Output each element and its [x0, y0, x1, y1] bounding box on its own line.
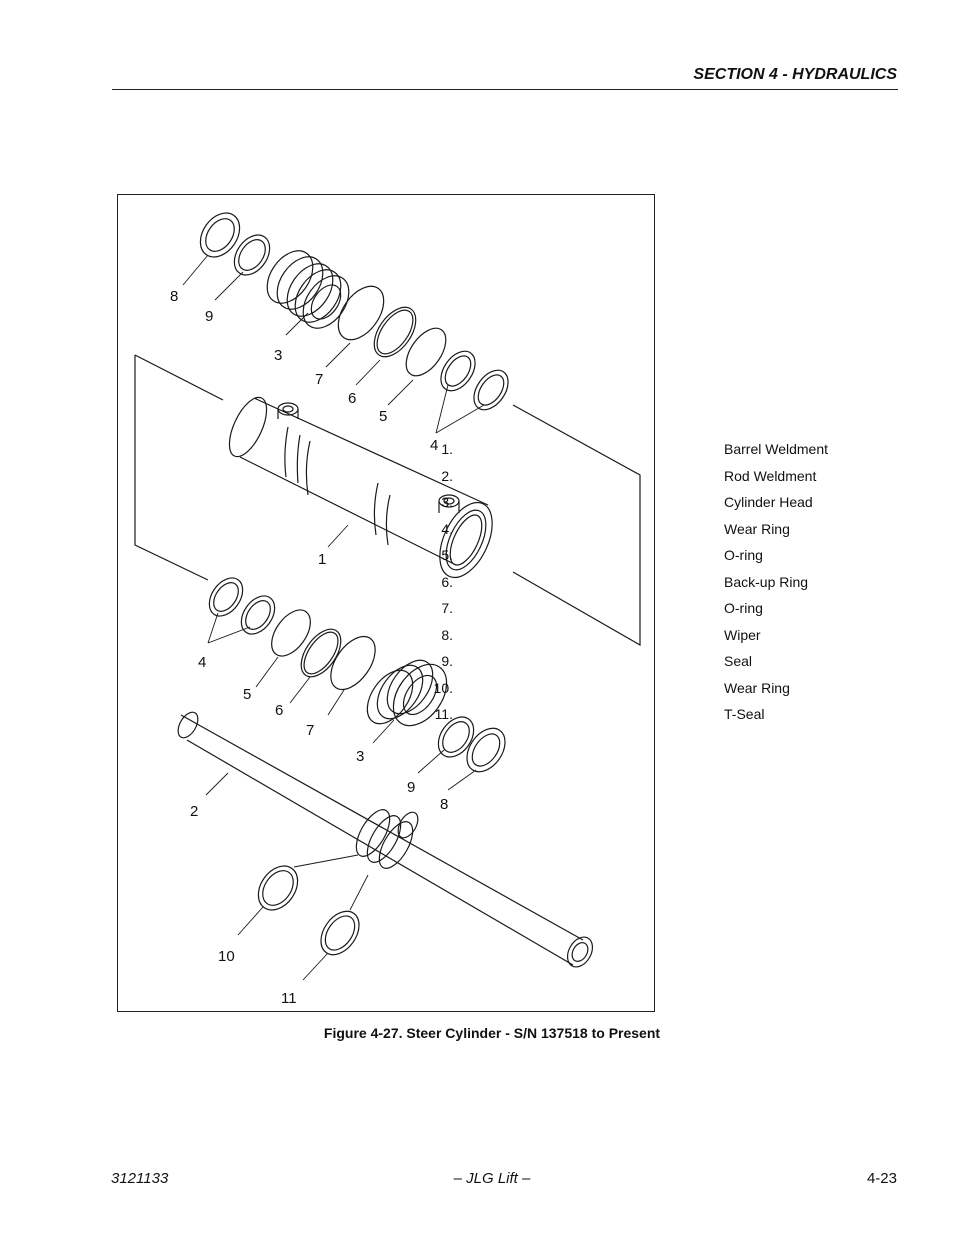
legend-item-number: 10. — [433, 679, 453, 696]
backup-ring-6-top-inner — [376, 309, 414, 355]
rod-weldment — [177, 711, 594, 968]
legend-item-number: 4. — [441, 520, 453, 537]
callout-2: 2 — [190, 803, 198, 820]
legend-item-label: Rod Weldment — [724, 467, 817, 484]
footer-brand: – JLG Lift – — [453, 1170, 531, 1187]
legend-item-label: Back-up Ring — [724, 573, 809, 590]
document-number: 3121133 — [111, 1170, 169, 1187]
barrel-weldment — [228, 396, 493, 579]
cylinder-head-bottom — [366, 659, 448, 727]
callout-5-top: 5 — [379, 408, 387, 425]
callout-3-top: 3 — [274, 347, 282, 364]
legend-item-label: Seal — [724, 653, 753, 669]
callout-4-top: 4 — [430, 437, 438, 454]
callout-6-bottom: 6 — [275, 702, 283, 719]
exploded-view-diagram: 8 9 3 7 6 5 4 1 4 5 6 7 3 9 8 2 10 11 — [134, 212, 641, 1007]
legend-item-label: Wear Ring — [724, 520, 790, 537]
header-rule — [112, 89, 898, 90]
o-ring-5-top — [405, 327, 447, 377]
callout-6-top: 6 — [348, 390, 356, 407]
legend-item-label: Wear Ring — [724, 679, 790, 696]
wiper-ring-bottom — [466, 727, 506, 773]
bracket-line-right — [512, 404, 641, 647]
legend-item-label: O-ring — [724, 600, 763, 616]
callout-9-top: 9 — [205, 308, 213, 325]
legend-item-number: 8. — [441, 626, 453, 643]
legend-item-label: O-ring — [724, 547, 763, 563]
callout-8-bottom: 8 — [440, 796, 448, 813]
leader-lines — [182, 254, 485, 981]
o-ring-5-bottom — [271, 609, 311, 657]
legend-item-number: 7. — [441, 600, 453, 616]
o-ring-7-bottom — [330, 635, 376, 691]
legend-item-number: 11. — [434, 706, 453, 722]
wear-ring-4-top — [440, 350, 509, 411]
legend-item-number: 6. — [441, 573, 453, 590]
t-seal-11 — [320, 910, 360, 956]
callout-11: 11 — [281, 990, 297, 1007]
bracket-line-left — [134, 355, 209, 581]
figure-frame: 8 9 3 7 6 5 4 1 4 5 6 7 3 9 8 2 10 11 — [117, 194, 655, 1012]
wiper-ring-top — [199, 212, 241, 258]
section-title: SECTION 4 - HYDRAULICS — [693, 66, 897, 83]
legend-item-label: Cylinder Head — [724, 494, 813, 510]
callout-7-top: 7 — [315, 371, 323, 388]
legend-item-number: 2. — [441, 467, 453, 484]
legend-item-number: 5. — [441, 547, 453, 563]
backup-ring-6-bottom — [300, 628, 342, 678]
backup-ring-6-top — [373, 306, 417, 358]
wear-ring-10 — [257, 865, 299, 911]
page-number: 4-23 — [866, 1170, 897, 1187]
wear-ring-4-bottom — [208, 577, 276, 635]
legend-item-number: 1. — [441, 441, 453, 457]
callout-1: 1 — [318, 551, 326, 568]
callout-7-bottom: 7 — [306, 722, 314, 739]
seal-ring-top — [233, 234, 271, 276]
callout-9-bottom: 9 — [407, 779, 415, 796]
bracket-line-left-top — [134, 354, 224, 401]
callout-3-bottom: 3 — [356, 748, 364, 765]
seal-ring-bottom — [437, 716, 475, 758]
backup-ring-6-bottom-inner — [303, 631, 339, 675]
legend-item-label: T-Seal — [724, 706, 765, 722]
callout-10: 10 — [218, 948, 235, 965]
o-ring-7-top — [337, 285, 385, 341]
cylinder-head-top — [266, 250, 350, 329]
legend-item-number: 9. — [441, 653, 453, 669]
legend-item-number: 3. — [441, 494, 453, 510]
legend-item-label: Wiper — [724, 626, 761, 643]
figure-caption: Figure 4-27. Steer Cylinder - S/N 137518… — [323, 1025, 661, 1041]
callout-8-top: 8 — [170, 288, 178, 305]
callout-5-bottom: 5 — [243, 686, 251, 703]
legend-item-label: Barrel Weldment — [724, 441, 829, 457]
callout-4-bottom: 4 — [198, 654, 206, 671]
